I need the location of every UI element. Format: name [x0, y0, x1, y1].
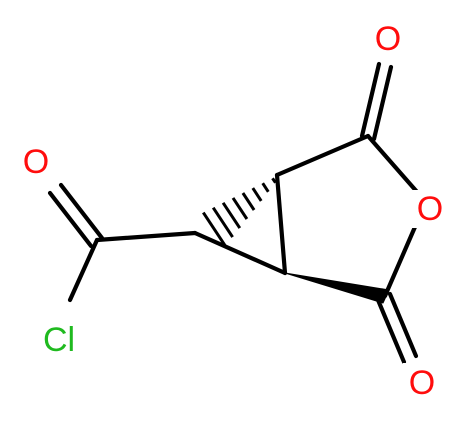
bond-c8-o1-a [47, 190, 94, 249]
bond-c2-o2-b [371, 64, 394, 142]
bond-c1-c2 [274, 133, 371, 178]
bond-c8-o1-b [58, 182, 105, 241]
bond-o3-c4 [382, 217, 421, 299]
hashed-wedge-bond-c1-c7 [202, 177, 277, 248]
bond-c1-c5 [274, 172, 288, 276]
bond-c2-o2-a [359, 61, 382, 139]
svg-text:O: O [375, 20, 401, 58]
bond-c8-c7 [94, 230, 198, 243]
svg-text:O: O [409, 364, 435, 402]
bond-c2-o3 [365, 133, 421, 196]
atom-o4: O [403, 363, 441, 402]
svg-text:Cl: Cl [43, 321, 75, 359]
atom-chlorine: Cl [34, 320, 90, 360]
atom-o2: O [369, 19, 407, 58]
bond-c7-c5 [192, 230, 288, 276]
wedge-bond-c5-c4 [284, 272, 390, 304]
bond-c4-o4-a [375, 297, 407, 365]
bond-c4-o4-b [387, 291, 419, 359]
bond-c8-cl [67, 237, 100, 303]
atom-o1: O [18, 143, 56, 181]
atom-o3: O [411, 190, 449, 228]
svg-text:O: O [417, 190, 443, 228]
svg-text:O: O [23, 143, 49, 181]
